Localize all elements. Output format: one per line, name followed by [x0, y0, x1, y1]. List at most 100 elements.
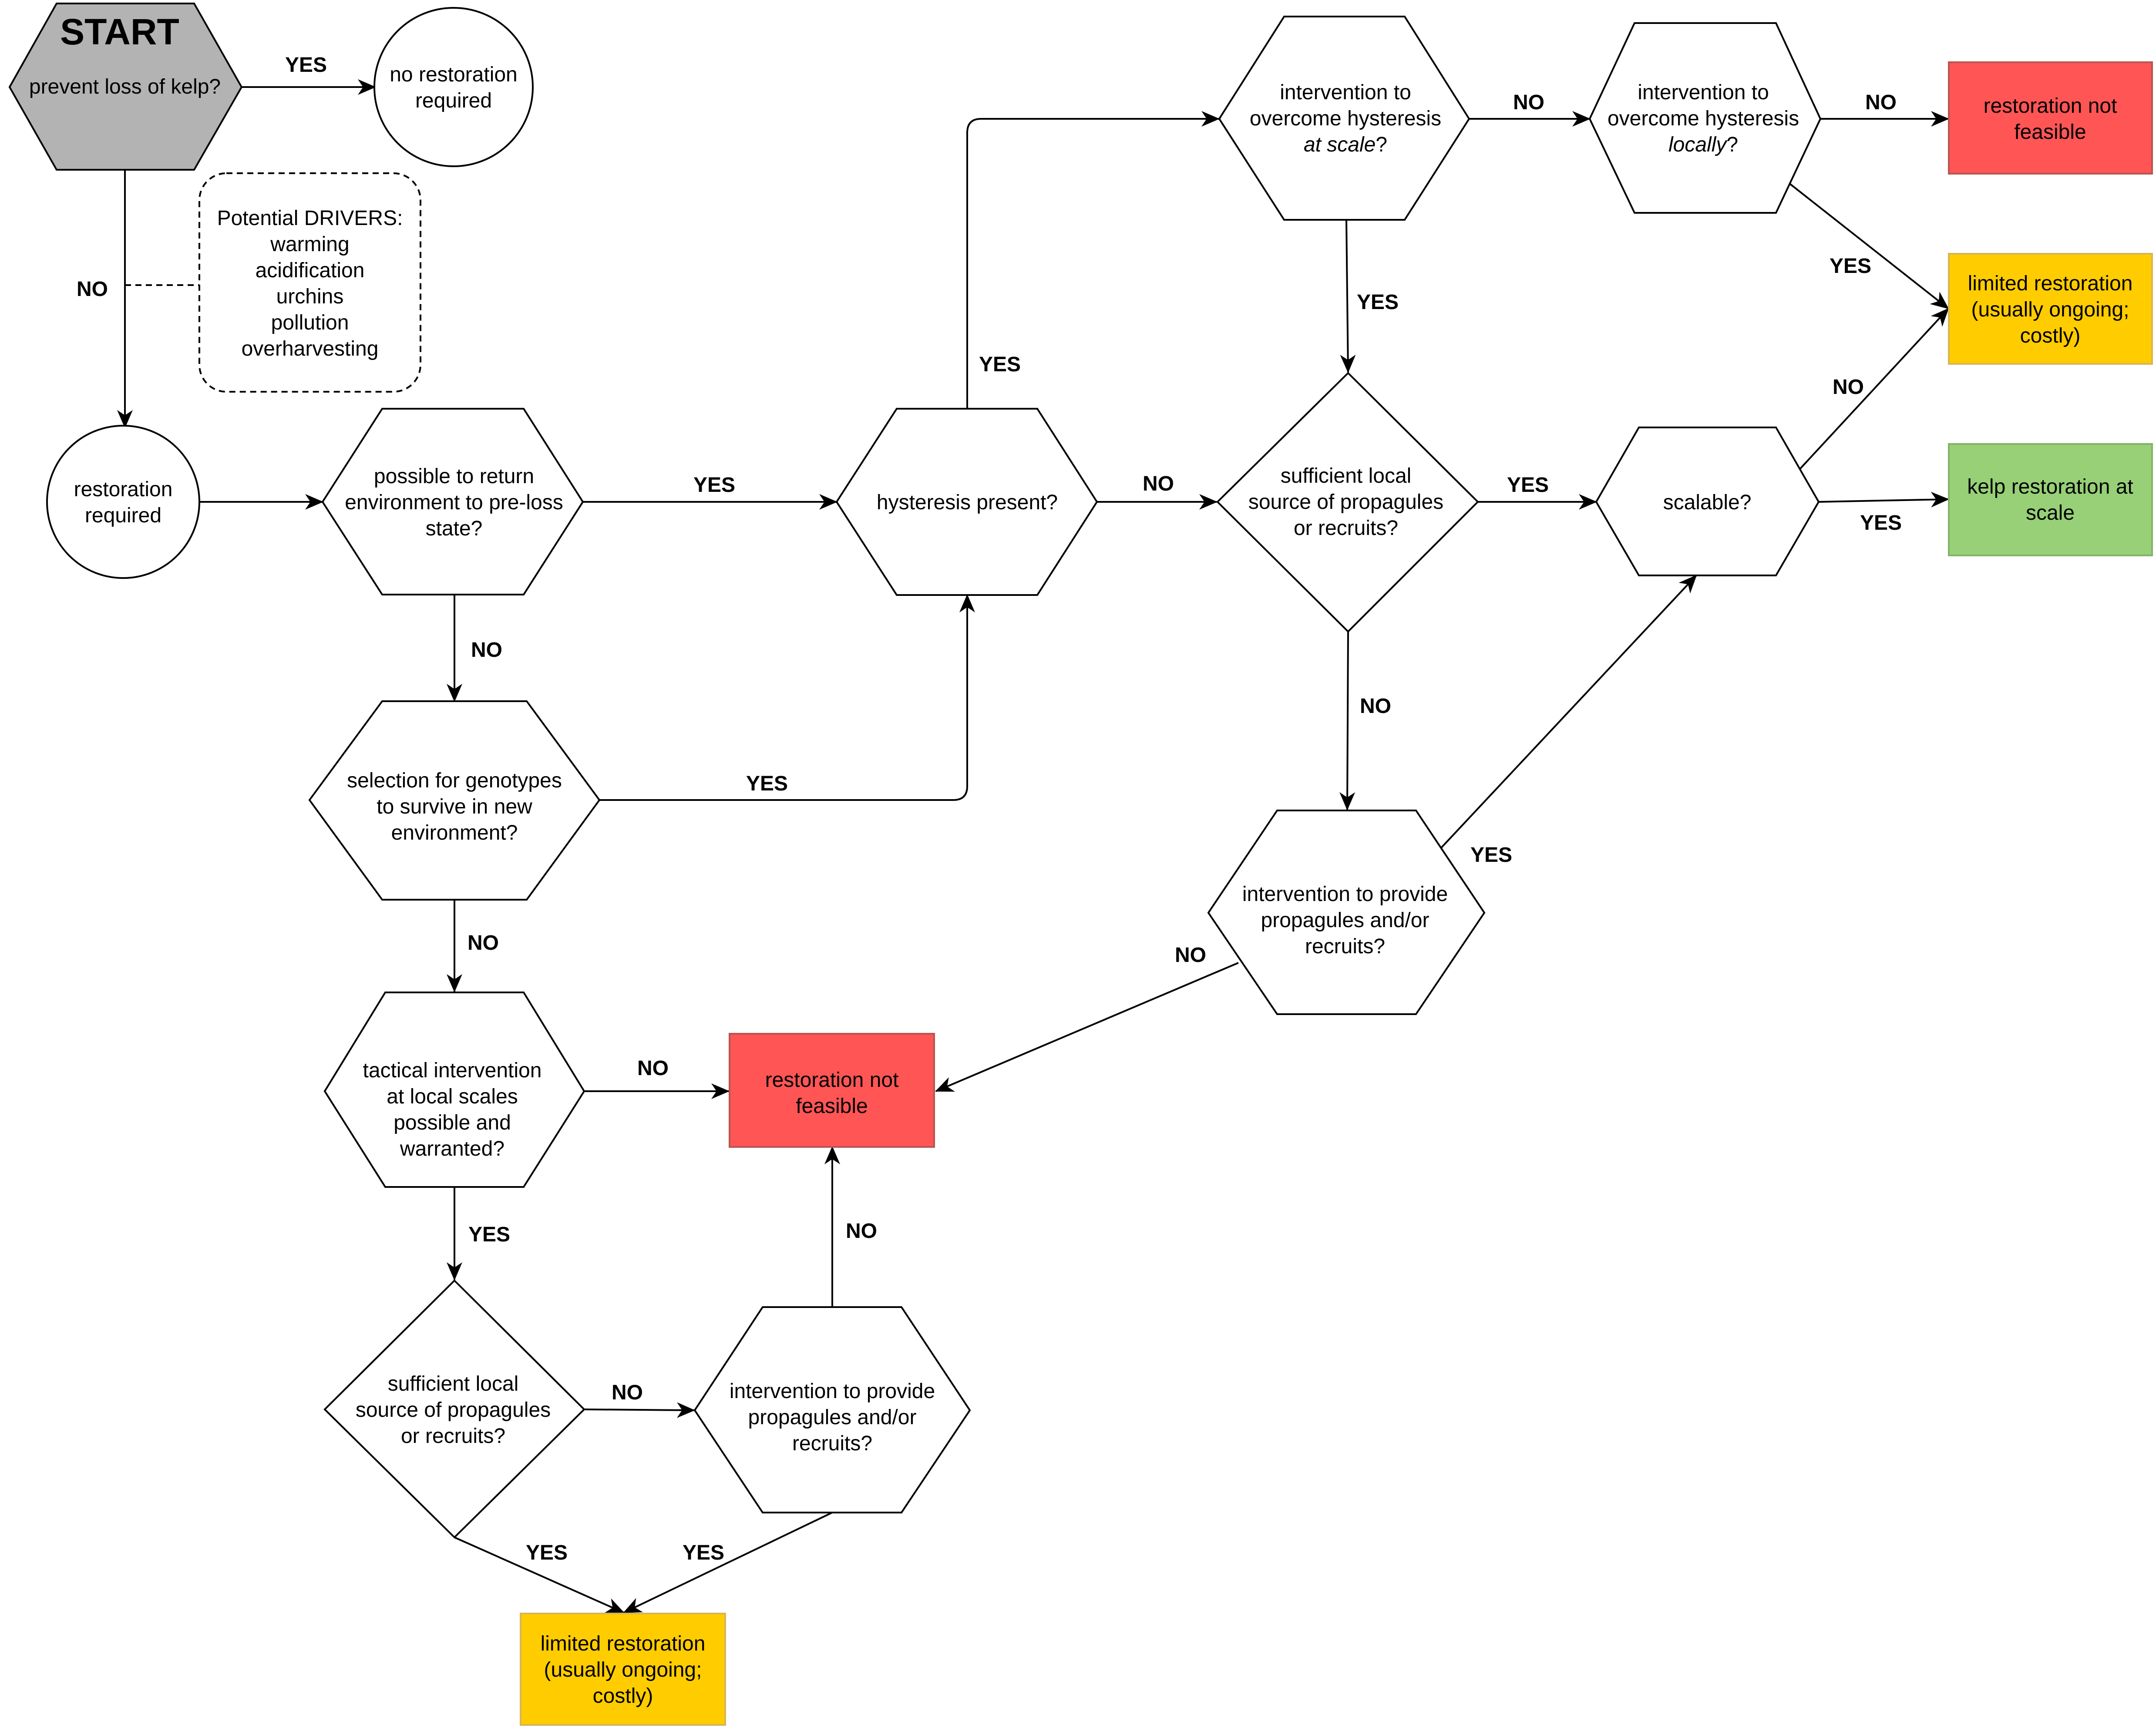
- sufficient-bottom-diamond: [323, 1279, 585, 1539]
- label-start-yes: YES: [285, 54, 327, 77]
- hysteresis-node: hysteresis present?: [835, 408, 1098, 596]
- not-feasible-mid-node: restoration not feasible: [729, 1033, 935, 1148]
- label-intervention-right-yes: YES: [1470, 844, 1512, 867]
- sufficient-right-line1: sufficient local: [1281, 464, 1412, 487]
- hysteresis-scale-line1: intervention to: [1280, 81, 1411, 104]
- not-feasible-mid-rect: [729, 1033, 935, 1148]
- tactical-line4: warranted?: [400, 1137, 505, 1160]
- start-title: START: [60, 11, 179, 52]
- selection-line3: environment?: [391, 821, 518, 844]
- label-hysteresis-no: NO: [1143, 472, 1174, 495]
- label-intervention-bottom-yes: YES: [683, 1541, 724, 1564]
- drivers-dashed-rect: [198, 172, 421, 393]
- edge-intervention-bottom-to-limited: [623, 1512, 833, 1614]
- intervention-right-line3: recruits?: [1305, 935, 1385, 958]
- sufficient-right-diamond: [1216, 372, 1479, 633]
- no-restoration-circle: [373, 7, 534, 167]
- edge-scalable-to-limited-top: [1796, 308, 1949, 473]
- not-feasible-top-line2: feasible: [2014, 121, 2086, 144]
- restoration-required-line2: required: [85, 504, 161, 527]
- limited-bottom-rect: [520, 1613, 726, 1726]
- driver-overharvesting: overharvesting: [242, 337, 379, 360]
- edges: [117, 79, 1949, 1614]
- kelp-scale-node: kelp restoration at scale: [1948, 443, 2153, 556]
- edge-sufficient-bottom-to-limited: [454, 1536, 625, 1614]
- label-hysteresis-yes: YES: [979, 353, 1021, 376]
- hysteresis-local-line3: locally?: [1668, 133, 1738, 156]
- tactical-hexagon: [323, 992, 585, 1188]
- limited-top-line3: costly): [2020, 324, 2081, 347]
- label-scale-yes: YES: [1357, 291, 1399, 314]
- sufficient-right-line3: or recruits?: [1294, 517, 1398, 540]
- kelp-scale-line1: kelp restoration at: [1967, 475, 2133, 498]
- limited-top-line2: (usually ongoing;: [1971, 298, 2129, 321]
- edge-scalable-to-kelp-scale: [1818, 491, 1949, 508]
- label-scalable-no: NO: [1833, 376, 1864, 399]
- sufficient-right-line2: source of propagules: [1248, 491, 1443, 514]
- intervention-bottom-hexagon: [693, 1306, 971, 1513]
- return-env-line3: state?: [426, 517, 483, 540]
- label-selection-yes: YES: [746, 772, 788, 795]
- hysteresis-local-node: intervention to overcome hysteresis loca…: [1588, 22, 1822, 214]
- edge-intervention-right-to-not-feasible-mid: [935, 962, 1239, 1092]
- start-question: prevent loss of kelp?: [29, 75, 221, 98]
- restoration-required-node: restoration required: [46, 425, 200, 579]
- label-tactical-no: NO: [637, 1057, 669, 1080]
- label-selection-no: NO: [468, 931, 499, 955]
- return-env-line2: environment to pre-loss: [345, 491, 563, 514]
- edge-sufficient-right-to-intervention-right: [1339, 631, 1355, 810]
- no-restoration-line2: required: [415, 89, 492, 112]
- label-return-no: NO: [471, 639, 502, 662]
- intervention-bottom-node: intervention to provide propagules and/o…: [693, 1306, 971, 1513]
- label-scalable-yes: YES: [1860, 511, 1902, 535]
- edge-selection-to-hysteresis: [599, 594, 975, 801]
- label-intervention-bottom-no: NO: [846, 1220, 877, 1243]
- return-environment-hexagon: [321, 408, 584, 595]
- no-restoration-node: no restoration required: [373, 7, 534, 167]
- not-feasible-top-node: restoration not feasible: [1948, 61, 2153, 175]
- tactical-line2: at local scales: [387, 1085, 518, 1108]
- edge-sufficient-bottom-to-intervention-bottom: [584, 1402, 695, 1418]
- hysteresis-scale-line2: overcome hysteresis: [1250, 107, 1441, 130]
- sufficient-bottom-line3: or recruits?: [401, 1425, 505, 1448]
- driver-acidification: acidification: [256, 259, 365, 282]
- drivers-box: Potential DRIVERS: warming acidification…: [198, 172, 421, 393]
- restoration-required-circle: [46, 425, 200, 579]
- selection-line1: selection for genotypes: [347, 769, 562, 792]
- restoration-required-line1: restoration: [74, 478, 173, 501]
- label-local-no: NO: [1865, 91, 1897, 114]
- selection-line2: to survive in new: [377, 795, 532, 818]
- limited-bottom-line3: costly): [593, 1684, 653, 1708]
- hysteresis-hexagon: [835, 408, 1098, 596]
- start-node: START prevent loss of kelp?: [8, 3, 243, 171]
- hysteresis-local-line1: intervention to: [1638, 81, 1769, 104]
- limited-bottom-node: limited restoration (usually ongoing; co…: [520, 1613, 726, 1726]
- intervention-right-line1: intervention to provide: [1242, 883, 1448, 906]
- label-return-yes: YES: [693, 474, 735, 497]
- label-local-yes: YES: [1830, 255, 1871, 278]
- driver-pollution: pollution: [271, 311, 349, 334]
- driver-urchins: urchins: [276, 285, 344, 308]
- hysteresis-scale-hexagon: [1218, 16, 1470, 221]
- selection-node: selection for genotypes to survive in ne…: [308, 700, 601, 901]
- drivers-title: Potential DRIVERS:: [217, 207, 403, 230]
- limited-top-rect: [1948, 253, 2153, 365]
- selection-hexagon: [308, 700, 601, 901]
- not-feasible-mid-line2: feasible: [796, 1095, 868, 1118]
- limited-bottom-line1: limited restoration: [541, 1632, 706, 1655]
- edge-scale-to-sufficient-right: [1340, 219, 1356, 373]
- tactical-line3: possible and: [394, 1111, 511, 1134]
- intervention-right-line2: propagules and/or: [1261, 909, 1429, 932]
- hysteresis-local-line2: overcome hysteresis: [1608, 107, 1799, 130]
- intervention-right-hexagon: [1207, 810, 1486, 1015]
- label-sufficient-bottom-no: NO: [612, 1381, 643, 1404]
- return-env-line1: possible to return: [374, 465, 534, 488]
- kelp-scale-line2: scale: [2026, 501, 2075, 524]
- scalable-node: scalable?: [1595, 427, 1820, 576]
- label-start-no: NO: [77, 278, 108, 301]
- limited-bottom-line2: (usually ongoing;: [544, 1658, 702, 1681]
- edge-local-to-limited-top: [1782, 177, 1949, 309]
- label-intervention-right-no: NO: [1175, 944, 1206, 967]
- no-restoration-line1: no restoration: [390, 63, 518, 86]
- label-tactical-yes: YES: [468, 1223, 510, 1246]
